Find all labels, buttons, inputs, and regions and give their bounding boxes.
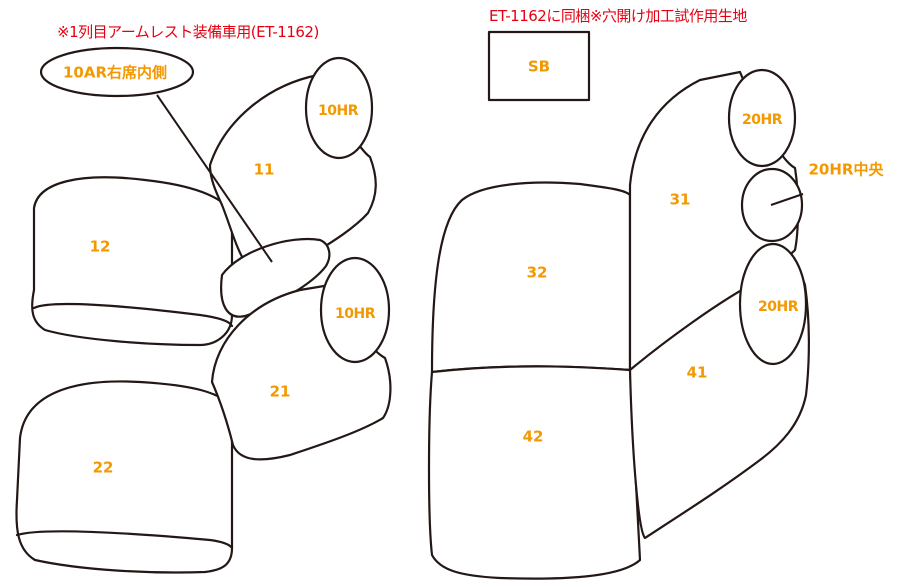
part-21-label: 21 xyxy=(270,383,291,401)
part-22 xyxy=(15,380,234,574)
part-12-label: 12 xyxy=(90,238,111,256)
part-41-label: 41 xyxy=(687,364,708,382)
headrest-10hr-upper-label: 10HR xyxy=(318,103,359,119)
sb-box xyxy=(487,30,591,102)
part-10ar xyxy=(220,238,331,318)
part-22-label: 22 xyxy=(93,459,114,477)
part-11-label: 11 xyxy=(254,161,275,179)
part-42 xyxy=(427,365,642,580)
headrest-20hr-lower-label: 20HR xyxy=(758,299,799,315)
sb-label: SB xyxy=(528,58,550,76)
armrest-note: ※1列目アームレスト装備車用(ET-1162) xyxy=(57,23,319,41)
headrest-20hr-upper xyxy=(727,68,797,168)
headrest-10hr-lower-label: 10HR xyxy=(335,306,376,322)
callout-20hr-center-leader xyxy=(770,193,804,206)
callout-10ar-leader xyxy=(156,94,273,263)
headrest-10hr-lower xyxy=(319,256,391,364)
part-32-label: 32 xyxy=(527,264,548,282)
part-42-label: 42 xyxy=(523,428,544,446)
callout-10ar-bubble xyxy=(39,46,195,98)
headrest-20hr-upper-label: 20HR xyxy=(742,112,783,128)
callout-20hr-center-label: 20HR中央 xyxy=(809,161,885,179)
headrest-20hr-lower xyxy=(738,242,808,366)
part-12 xyxy=(31,176,234,347)
bundle-note: ET-1162に同梱※穴開け加工試作用生地 xyxy=(489,7,747,25)
part-31-label: 31 xyxy=(670,191,691,209)
callout-10ar-label: 10AR右席内側 xyxy=(63,64,167,82)
headrest-10hr-upper xyxy=(304,56,374,160)
